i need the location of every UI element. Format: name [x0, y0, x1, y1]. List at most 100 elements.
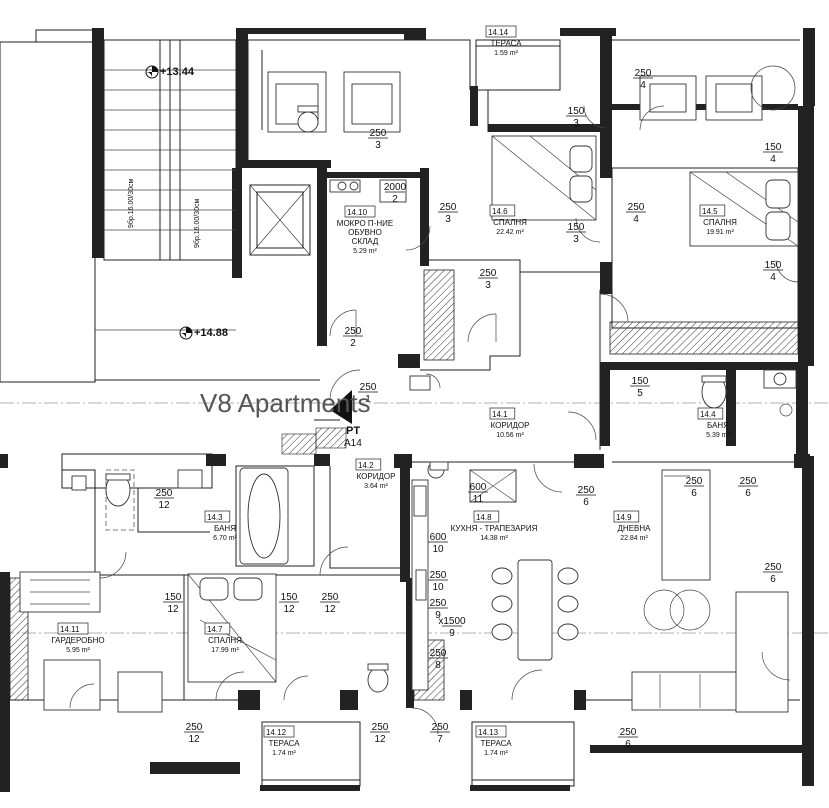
door-tag-type: 10 — [432, 544, 444, 555]
door-tag-type: 12 — [374, 734, 386, 745]
door-tag-type: 1 — [365, 394, 371, 405]
room-name: СПАЛНЯ — [703, 218, 737, 227]
room-number: 14.3 — [207, 513, 223, 522]
room-number: 14.5 — [702, 207, 718, 216]
level-marker-upper: +13.44 — [145, 65, 195, 79]
room-name: ДНЕВНА — [618, 524, 652, 533]
room-number: 14.13 — [478, 728, 499, 737]
room-number-box — [485, 25, 517, 38]
door-tag-type: 12 — [158, 500, 170, 511]
room-number: 14.7 — [207, 625, 223, 634]
door-tag-width: 250 — [186, 722, 203, 733]
room-number-box — [263, 725, 295, 738]
door-tag-type: 9 — [449, 628, 455, 639]
door-tag-type: 4 — [633, 214, 639, 225]
room-area: 1.74 m² — [272, 750, 296, 757]
room-area: 5.29 m² — [353, 248, 377, 255]
room-number-box — [204, 510, 231, 523]
door-tag-width: x1500 — [438, 616, 466, 627]
door-tag-type: 5 — [637, 388, 643, 399]
door-tag-type: 12 — [188, 734, 200, 745]
door-tag-type: 4 — [640, 80, 646, 91]
door-tag-type: 12 — [283, 604, 295, 615]
room-number-box — [475, 725, 507, 738]
door-tag-width: 250 — [360, 382, 377, 393]
room-number-box — [355, 458, 382, 471]
door-tag-type: 12 — [167, 604, 179, 615]
door-tag-width: 150 — [281, 592, 298, 603]
door-tag-width: 600 — [430, 532, 447, 543]
room-name: СПАЛНЯ — [493, 218, 527, 227]
room-area: 14.38 m² — [480, 535, 508, 542]
door-tag-type: 6 — [770, 574, 776, 585]
room-number-box — [344, 205, 376, 218]
door-tag-type: 3 — [573, 234, 579, 245]
door-tag-width: 250 — [322, 592, 339, 603]
door-tag-type: 6 — [691, 488, 697, 499]
door-tag-type: 7 — [437, 734, 443, 745]
door-tag-type: 3 — [375, 140, 381, 151]
room-area: 3.64 m² — [364, 483, 388, 490]
room-number: 14.11 — [60, 625, 80, 634]
room-name: ТЕРАСА — [268, 739, 300, 748]
door-tag-type: 3 — [485, 280, 491, 291]
door-tag-type: 12 — [324, 604, 336, 615]
room-number-box — [489, 204, 516, 217]
room-name: КОРИДОР — [357, 472, 396, 481]
door-tag-type: 6 — [583, 497, 589, 508]
door-tag-type: 8 — [435, 660, 441, 671]
door-tag-type: 10 — [432, 582, 444, 593]
door-tag-width: 150 — [632, 376, 649, 387]
room-name: КУХНЯ - ТРАПЕЗАРИЯ — [451, 524, 538, 533]
door-tag-width: 250 — [620, 727, 637, 738]
door-tag-width: 250 — [686, 476, 703, 487]
elevator-shaft — [249, 184, 311, 256]
room-area: 17.99 m² — [211, 647, 239, 654]
door-tag-width: 600 — [470, 482, 487, 493]
room-number: 14.2 — [358, 461, 374, 470]
level-label-lower: +14.88 — [194, 327, 228, 339]
level-marker-lower: +14.88 — [179, 326, 228, 340]
room-number: 14.1 — [492, 410, 508, 419]
room-name: СКЛАД — [352, 237, 379, 246]
door-tag-width: 250 — [765, 562, 782, 573]
door-tag-width: 150 — [568, 106, 585, 117]
door-tag-width: 250 — [480, 268, 497, 279]
room-number: 14.14 — [488, 28, 509, 37]
room-name: ГАРДЕРОБНО — [51, 636, 104, 645]
door-tag-type: 9 — [435, 610, 441, 621]
toilets — [297, 105, 389, 693]
walls — [0, 28, 815, 792]
wardrobes — [19, 71, 763, 713]
door-tag-width: 250 — [430, 598, 447, 609]
door-tag-type: 2 — [392, 194, 398, 205]
room-name: ОБУВНО — [348, 228, 382, 237]
